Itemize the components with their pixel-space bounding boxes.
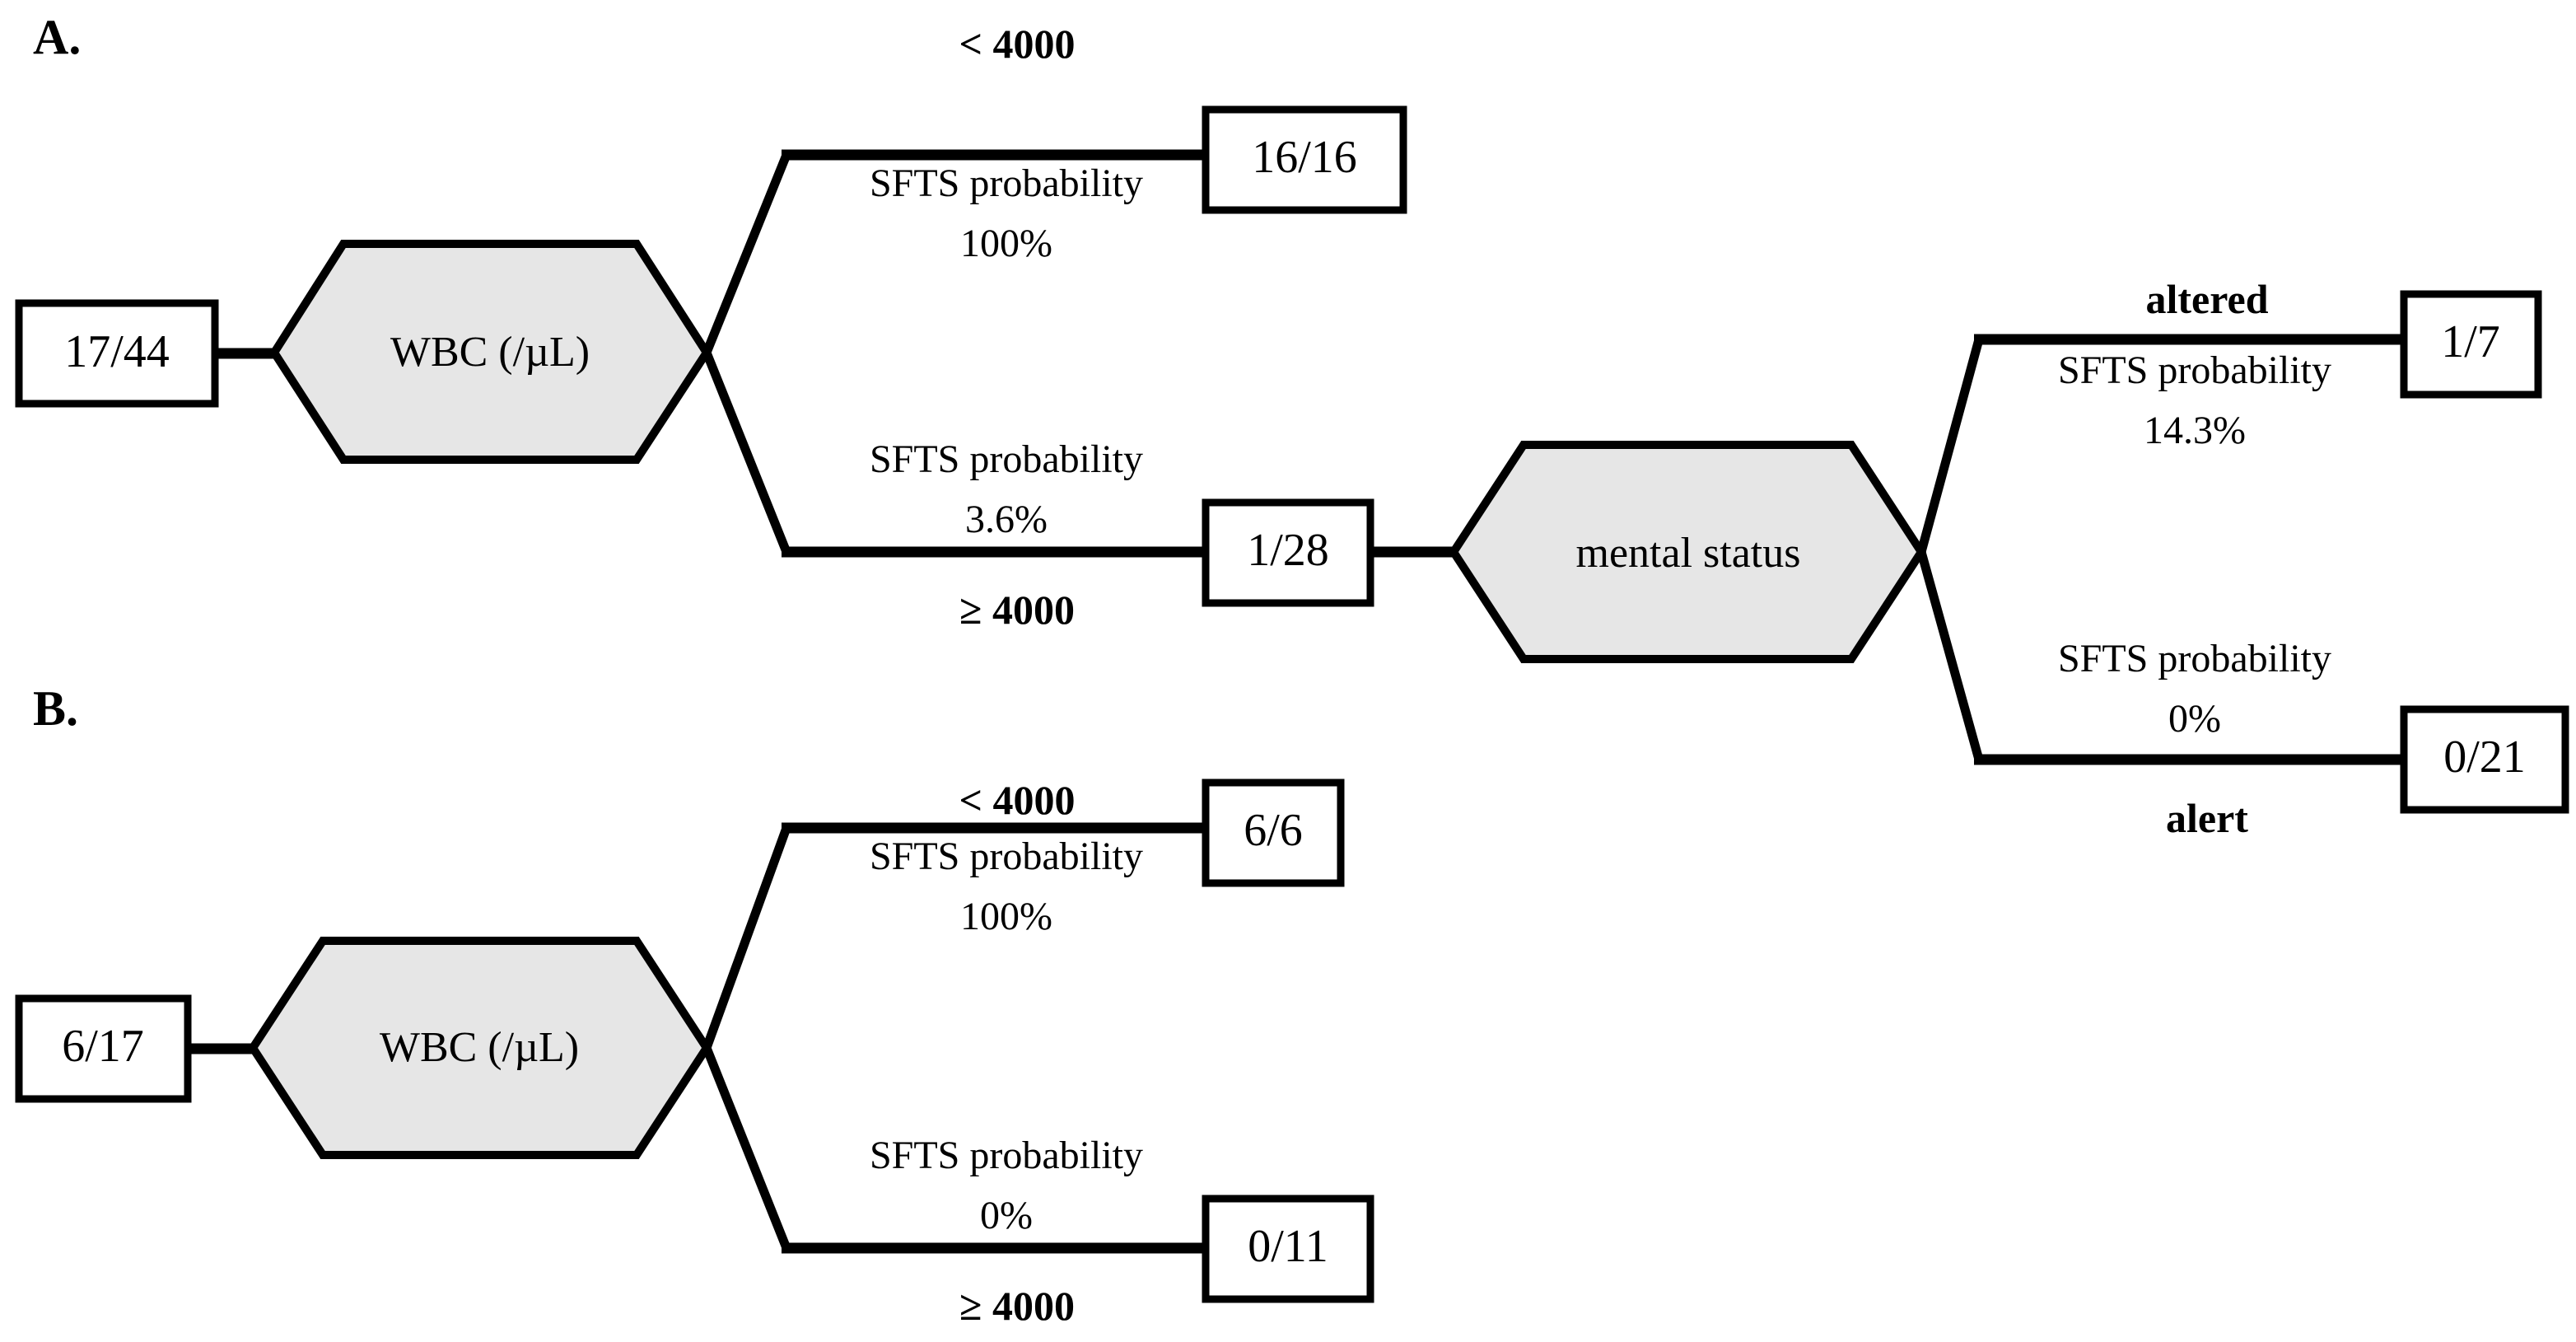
panel-a: A. 17/44 WBC (/µL) < 4000 SFTS probabili…: [15, 10, 2569, 841]
edge-prob-label-a-lt: SFTS probability: [870, 161, 1143, 205]
leaf-value-1-28: 1/28: [1247, 525, 1329, 576]
leaf-rect-0-11: [1202, 1195, 1374, 1303]
leaf-box-altered: 1/7: [2400, 290, 2542, 399]
edge-prob-label-alert: SFTS probability: [2058, 637, 2331, 680]
edge-prob-value-a-lt: 100%: [960, 222, 1052, 265]
panel-b: B. 6/17 WBC (/µL) < 4000 SFTS probabilit…: [15, 681, 1374, 1329]
edge-prob-label-altered: SFTS probability: [2058, 348, 2331, 392]
leaf-value-0-21: 0/21: [2443, 732, 2526, 783]
edge-diag-b-ge: [702, 1045, 791, 1251]
panel-b-root-box: 6/17: [15, 994, 192, 1103]
edge-condition-b-lt: < 4000: [959, 777, 1076, 823]
leaf-value-1-7: 1/7: [2441, 316, 2500, 367]
leaf-box-a-ge: 1/28: [1202, 498, 1374, 607]
edge-prob-value-alert: 0%: [2168, 697, 2221, 741]
leaf-box-b-lt: 6/6: [1202, 779, 1345, 887]
edge-diag-alert: [1916, 550, 1984, 761]
edge-condition-alert: alert: [2166, 795, 2248, 841]
edge-prob-label-b-lt: SFTS probability: [870, 835, 1143, 878]
leaf-rect-1-28: [1202, 498, 1374, 607]
edge-condition-a-lt: < 4000: [959, 21, 1076, 67]
node-label-wbc-a: WBC (/µL): [390, 329, 590, 376]
edge-prob-value-altered: 14.3%: [2144, 409, 2246, 452]
edge-condition-b-ge: ≥ 4000: [959, 1283, 1075, 1329]
panel-b-label: B.: [33, 681, 78, 736]
edge-condition-a-ge-group: ≥ 4000: [959, 587, 1075, 633]
leaf-value-16-16: 16/16: [1252, 132, 1357, 183]
leaf-value-6-6: 6/6: [1244, 805, 1303, 856]
leaf-box-b-ge: 0/11: [1202, 1195, 1374, 1303]
node-label-mental: mental status: [1576, 530, 1801, 577]
leaf-value-0-11: 0/11: [1248, 1221, 1328, 1272]
root-leaf-value-b: 6/17: [62, 1021, 144, 1072]
edge-condition-a-ge: ≥ 4000: [959, 587, 1075, 633]
node-label-wbc-b: WBC (/µL): [380, 1024, 579, 1071]
edge-condition-altered: altered: [2145, 276, 2268, 322]
node-wbc-b: WBC (/µL): [248, 937, 712, 1159]
edge-prob-label-a-ge: SFTS probability: [870, 437, 1143, 481]
node-wbc-a: WBC (/µL): [269, 240, 712, 464]
edge-prob-value-a-ge: 3.6%: [965, 498, 1048, 541]
panel-a-label: A.: [33, 10, 81, 64]
edge-prob-value-b-lt: 100%: [960, 895, 1052, 938]
edge-diag-a-ge: [702, 350, 791, 554]
edge-diag-a-lt: [702, 152, 791, 355]
leaf-rect-6-6: [1202, 779, 1345, 887]
edge-diag-altered: [1916, 338, 1984, 554]
node-mental-status: mental status: [1449, 441, 1926, 663]
edge-diag-b-lt: [702, 826, 791, 1050]
leaf-box-a-lt: 16/16: [1202, 105, 1407, 214]
leaf-box-alert: 0/21: [2400, 705, 2569, 814]
leaf-rect-16-16: [1202, 105, 1407, 214]
leaf-rect-0-21: [2400, 705, 2569, 814]
root-leaf-value-a: 17/44: [64, 326, 170, 377]
root-leaf-rect-a: [15, 299, 219, 408]
panel-a-root-box: 17/44: [15, 299, 219, 408]
edge-prob-value-b-ge: 0%: [980, 1194, 1033, 1237]
edge-prob-label-b-ge: SFTS probability: [870, 1134, 1143, 1177]
leaf-rect-1-7: [2400, 290, 2542, 399]
